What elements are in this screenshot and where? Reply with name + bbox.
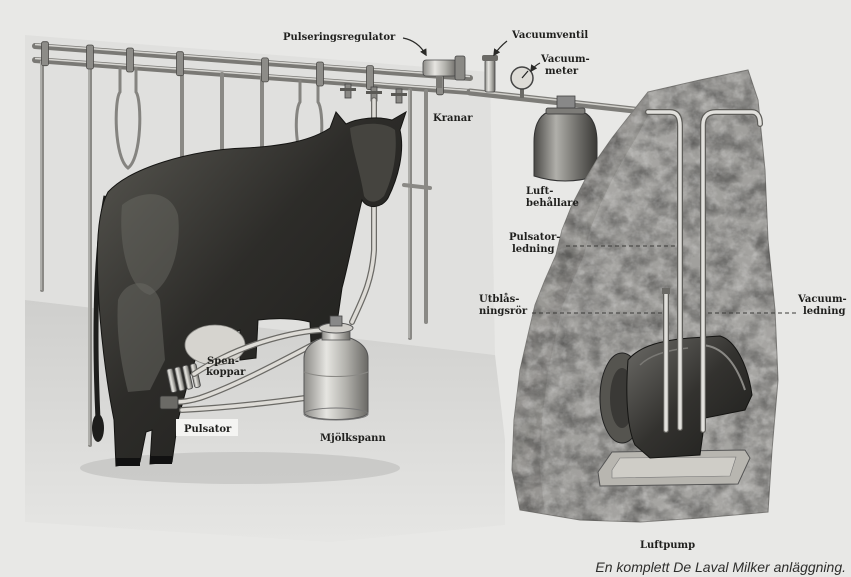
air-pump: [598, 336, 752, 486]
tap-handle: [366, 91, 382, 94]
exhaust-pipe-cap: [662, 288, 670, 294]
label-pulseringsregulator: Pulseringsregulator: [283, 32, 396, 43]
label-luftbehallare-line2: behållare: [526, 197, 579, 209]
label-vacuumventil: Vacuumventil: [511, 30, 588, 41]
pump-base-plate-inner: [612, 457, 736, 478]
pulsator-device: [160, 396, 178, 409]
label-spenkoppar-line2: koppar: [206, 367, 246, 378]
cow-tail-tassel: [92, 414, 104, 442]
rail-clamp: [87, 45, 94, 69]
pulsation-regulator-stem: [436, 76, 442, 88]
label-utblasningsror-line1: Utblås-: [479, 293, 519, 305]
label-kranar: Kranar: [433, 113, 473, 124]
tap-handle: [391, 93, 407, 96]
label-vacuummeter-line2: meter: [545, 66, 579, 77]
rail-clamp: [262, 58, 269, 82]
rail-clamp: [177, 52, 184, 76]
rail-clamp: [317, 62, 324, 86]
pulsation-regulator-cylinder: [455, 56, 465, 80]
vacuum-valve-body: [485, 60, 495, 92]
tap-handle: [340, 88, 356, 91]
label-spenkoppar-line1: Spen-: [207, 356, 239, 367]
label-pulsator: Pulsator: [184, 424, 232, 435]
label-mjolkspann: Mjölkspann: [320, 433, 386, 444]
label-pulsatorledning-line2: ledning: [512, 244, 555, 255]
label-luftbehallare-line1: Luft-: [526, 186, 553, 197]
label-luftpump: Luftpump: [640, 540, 695, 551]
label-vacuumledning-line1: Vacuum-: [797, 294, 847, 305]
figure-caption: En komplett De Laval Milker anläggning.: [595, 559, 846, 575]
cow-hoof: [150, 456, 172, 464]
air-tank-cap: [546, 108, 585, 114]
label-vacuummeter-line1: Vacuum-: [540, 54, 590, 65]
pulsation-regulator-body: [423, 60, 457, 76]
label-pulsatorledning-line1: Pulsator-: [509, 232, 560, 243]
cow-hoof: [116, 458, 140, 466]
label-utblasningsror-line2: ningsrör: [479, 306, 528, 317]
label-vacuumledning-line2: ledning: [803, 306, 846, 317]
milk-pail-lid-fitting: [330, 316, 342, 326]
vacuum-valve-cap: [482, 55, 498, 61]
rail-clamp: [127, 48, 134, 72]
rail-clamp: [42, 42, 49, 66]
milk-pail-body: [304, 338, 368, 420]
air-tank-body: [534, 112, 597, 181]
rail-clamp: [367, 66, 374, 90]
